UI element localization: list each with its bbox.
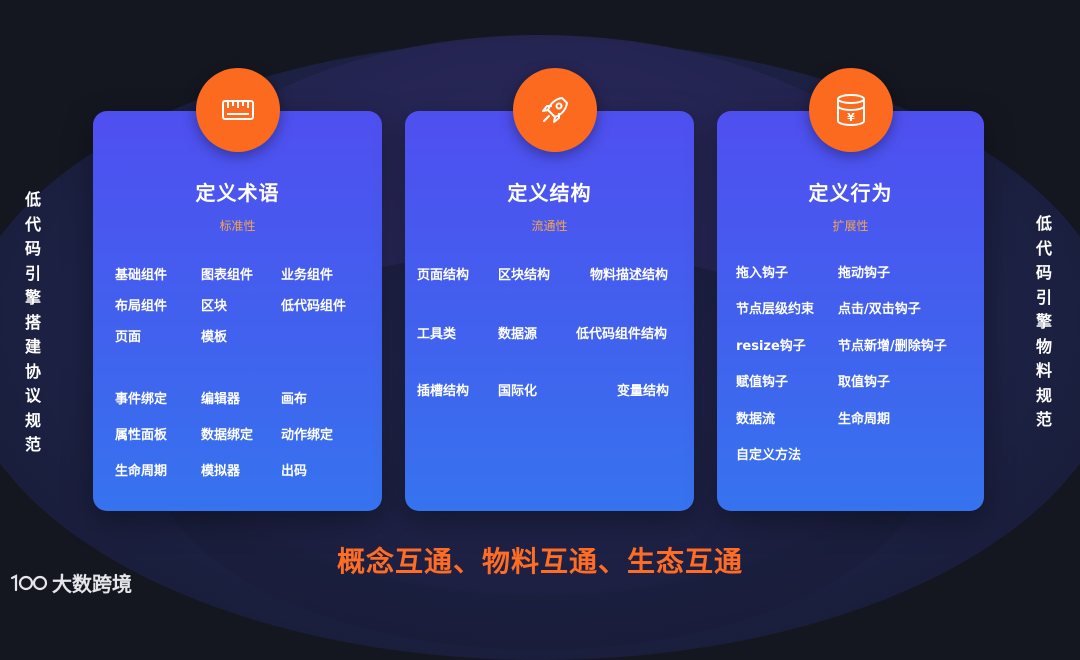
behavior-item: 数据流: [736, 412, 776, 427]
structure-item: 国际化: [498, 384, 538, 399]
behavior-item: 生命周期: [838, 412, 891, 427]
side-text-left: 低代码引擎搭建协议规范: [24, 190, 41, 454]
term-item: 图表组件: [201, 268, 254, 283]
term-item: 模板: [201, 330, 228, 345]
brand-logo: 大数跨境: [10, 568, 132, 597]
term-item: 画布: [281, 392, 308, 407]
behavior-item: 拖入钩子: [736, 266, 789, 281]
coin-stack-icon: ¥: [809, 68, 893, 152]
structure-item: 区块结构: [498, 268, 551, 283]
term-item: 事件绑定: [115, 392, 168, 407]
term-item: 动作绑定: [281, 428, 334, 443]
ruler-icon: [196, 68, 280, 152]
term-item: 低代码组件: [281, 299, 347, 314]
term-item: 基础组件: [115, 268, 168, 283]
structure-item: 变量结构: [617, 384, 670, 399]
brand-mark-icon: [10, 573, 48, 591]
behavior-item: 赋值钩子: [736, 375, 789, 390]
term-item: 编辑器: [201, 392, 241, 407]
term-item: 模拟器: [201, 464, 241, 479]
structure-item: 页面结构: [417, 268, 470, 283]
behavior-item: 取值钩子: [838, 375, 891, 390]
card-define-terms: 定义术语 标准性 基础组件 图表组件 业务组件 布局组件 区块 低代码组件 页面…: [93, 68, 382, 511]
term-item: 页面: [115, 330, 142, 345]
svg-text:¥: ¥: [847, 111, 855, 124]
structure-item: 低代码组件结构: [576, 327, 668, 342]
rocket-icon: [513, 68, 597, 152]
slogan: 概念互通、物料互通、生态互通: [336, 545, 743, 578]
behavior-item: resize钩子: [736, 339, 806, 354]
behavior-item: 拖动钩子: [838, 266, 891, 281]
term-item: 布局组件: [115, 299, 168, 314]
card-title: 定义行为: [808, 181, 893, 205]
brand-name: 大数跨境: [52, 572, 132, 596]
term-item: 业务组件: [281, 268, 334, 283]
card-title: 定义结构: [507, 181, 592, 205]
behavior-item: 节点新增/删除钩子: [838, 339, 947, 354]
structure-item: 数据源: [498, 327, 538, 342]
term-item: 数据绑定: [201, 428, 254, 443]
term-item: 出码: [281, 464, 308, 479]
structure-item: 物料描述结构: [590, 268, 669, 283]
structure-item: 插槽结构: [417, 384, 470, 399]
side-text-right: 低代码引擎物料规范: [1035, 214, 1052, 429]
card-define-structure: 定义结构 流通性 页面结构 区块结构 物料描述结构 工具类 数据源 低代码组件结…: [405, 68, 694, 511]
card-define-behavior: ¥ 定义行为 扩展性 拖入钩子 拖动钩子 节点层级约束 点击/双击钩子 resi…: [717, 68, 984, 511]
term-item: 区块: [201, 299, 228, 314]
card-subtitle: 扩展性: [832, 219, 869, 233]
term-item: 生命周期: [115, 464, 168, 479]
behavior-item: 点击/双击钩子: [838, 302, 921, 317]
behavior-item: 节点层级约束: [736, 302, 815, 317]
card-subtitle: 标准性: [219, 219, 256, 233]
structure-item: 工具类: [417, 327, 457, 342]
card-subtitle: 流通性: [531, 219, 568, 233]
behavior-item: 自定义方法: [736, 448, 802, 463]
card-title: 定义术语: [195, 181, 280, 205]
term-item: 属性面板: [115, 428, 168, 443]
